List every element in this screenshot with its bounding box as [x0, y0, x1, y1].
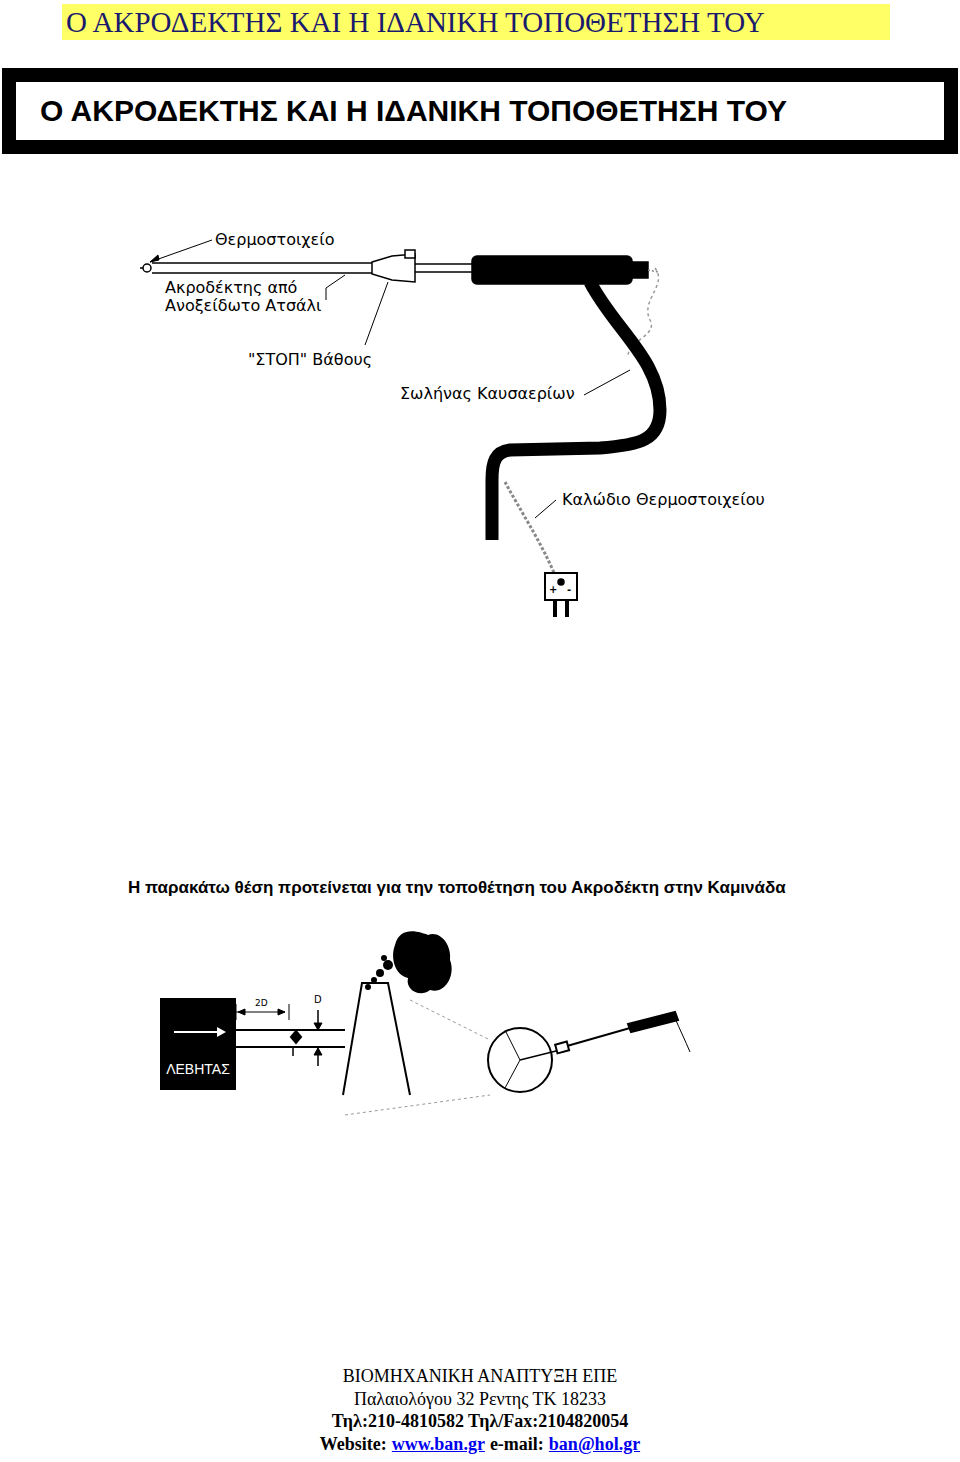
footer-text: Παλαιολόγου 32 Ρεντης ΤΚ 18233	[0, 1389, 960, 1411]
footer-text: ΒΙΟΜΗΧΑΝΙΚΗ ΑΝΑΠΤΥΞΗ ΕΠΕ	[0, 1366, 960, 1388]
boiler-box: ΛΕΒΗΤΑΣ	[160, 998, 236, 1090]
footer-contact-row: Website:www.ban.gre-mail:ban@hol.gr	[0, 1434, 960, 1456]
dimension-label: D	[314, 994, 322, 1006]
part-label: Καλώδιο Θερμοστοιχείου	[562, 490, 765, 509]
title-highlight	[62, 4, 890, 40]
flow-arrow	[160, 1012, 236, 1052]
part-label: Ακροδέκτης από Ανοξείδωτο Ατσάλι	[165, 279, 345, 316]
pin-label: +	[549, 584, 557, 596]
note-text: Η παρακάτω θέση προτείνεται για την τοπο…	[128, 877, 788, 899]
footer-link: ban@hol.gr	[549, 1434, 640, 1454]
probe-drawing	[140, 240, 660, 617]
boiler-label: ΛΕΒΗΤΑΣ	[166, 1061, 230, 1078]
footer-link: www.ban.gr	[392, 1434, 485, 1454]
dimension-label: 2D	[255, 998, 268, 1009]
title-band: Ο ΑΚΡΟΔΕΚΤΗΣ ΚΑΙ Η ΙΔΑΝΙΚΗ ΤΟΠΟΘΕΤΗΣΗ ΤΟ…	[2, 68, 958, 154]
footer-text: Τηλ:210-4810582 Τηλ/Fax:2104820054	[0, 1411, 960, 1433]
part-label: "ΣΤΟΠ" Βάθους	[248, 350, 372, 369]
pin-label: -	[567, 584, 571, 596]
chimney-drawing	[236, 931, 690, 1115]
footer-text: Website:	[320, 1434, 387, 1454]
band-title: Ο ΑΚΡΟΔΕΚΤΗΣ ΚΑΙ Η ΙΔΑΝΙΚΗ ΤΟΠΟΘΕΤΗΣΗ ΤΟ…	[40, 93, 787, 129]
page-title: Ο ΑΚΡΟΔΕΚΤΗΣ ΚΑΙ Η ΙΔΑΝΙΚΗ ΤΟΠΟΘΕΤΗΣΗ ΤΟ…	[66, 5, 765, 40]
part-label: Σωλήνας Καυσαερίων	[400, 384, 575, 403]
part-label: Θερμοστοιχείο	[215, 230, 334, 249]
footer-text: e-mail:	[490, 1434, 544, 1454]
